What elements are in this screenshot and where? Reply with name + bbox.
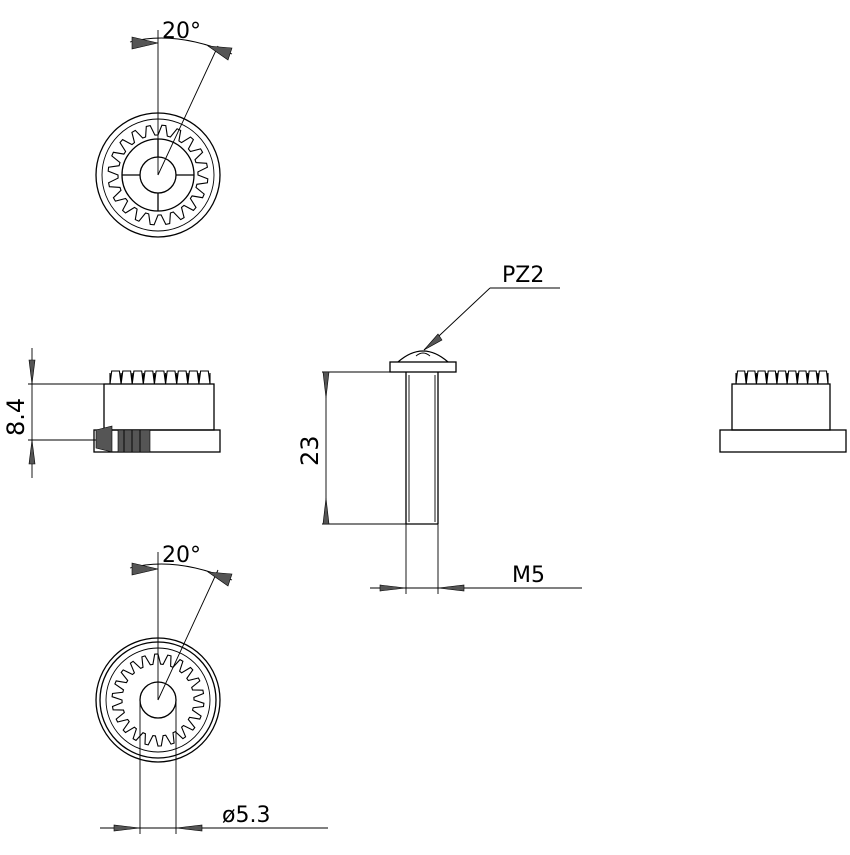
length-label: 23 [296,435,324,466]
top-angle-label: 20° [162,19,201,44]
drive-label: PZ2 [502,263,544,288]
bottom-angle-label: 20° [162,543,201,568]
top-gear-outline [107,124,209,226]
left-teeth [109,370,211,385]
right-side-view [719,370,847,453]
thread-label: M5 [512,563,545,588]
hole-diameter-label: ø5.3 [222,803,270,828]
bottom-gear-outline [111,653,205,747]
bottom-view: 20° ø5.3 [95,543,328,834]
screw-view: PZ2 23 M5 [296,263,582,594]
left-side-view: 8.4 [2,348,221,478]
height-label: 8.4 [2,398,30,436]
right-teeth [735,370,829,385]
top-view: 20° [95,19,233,238]
